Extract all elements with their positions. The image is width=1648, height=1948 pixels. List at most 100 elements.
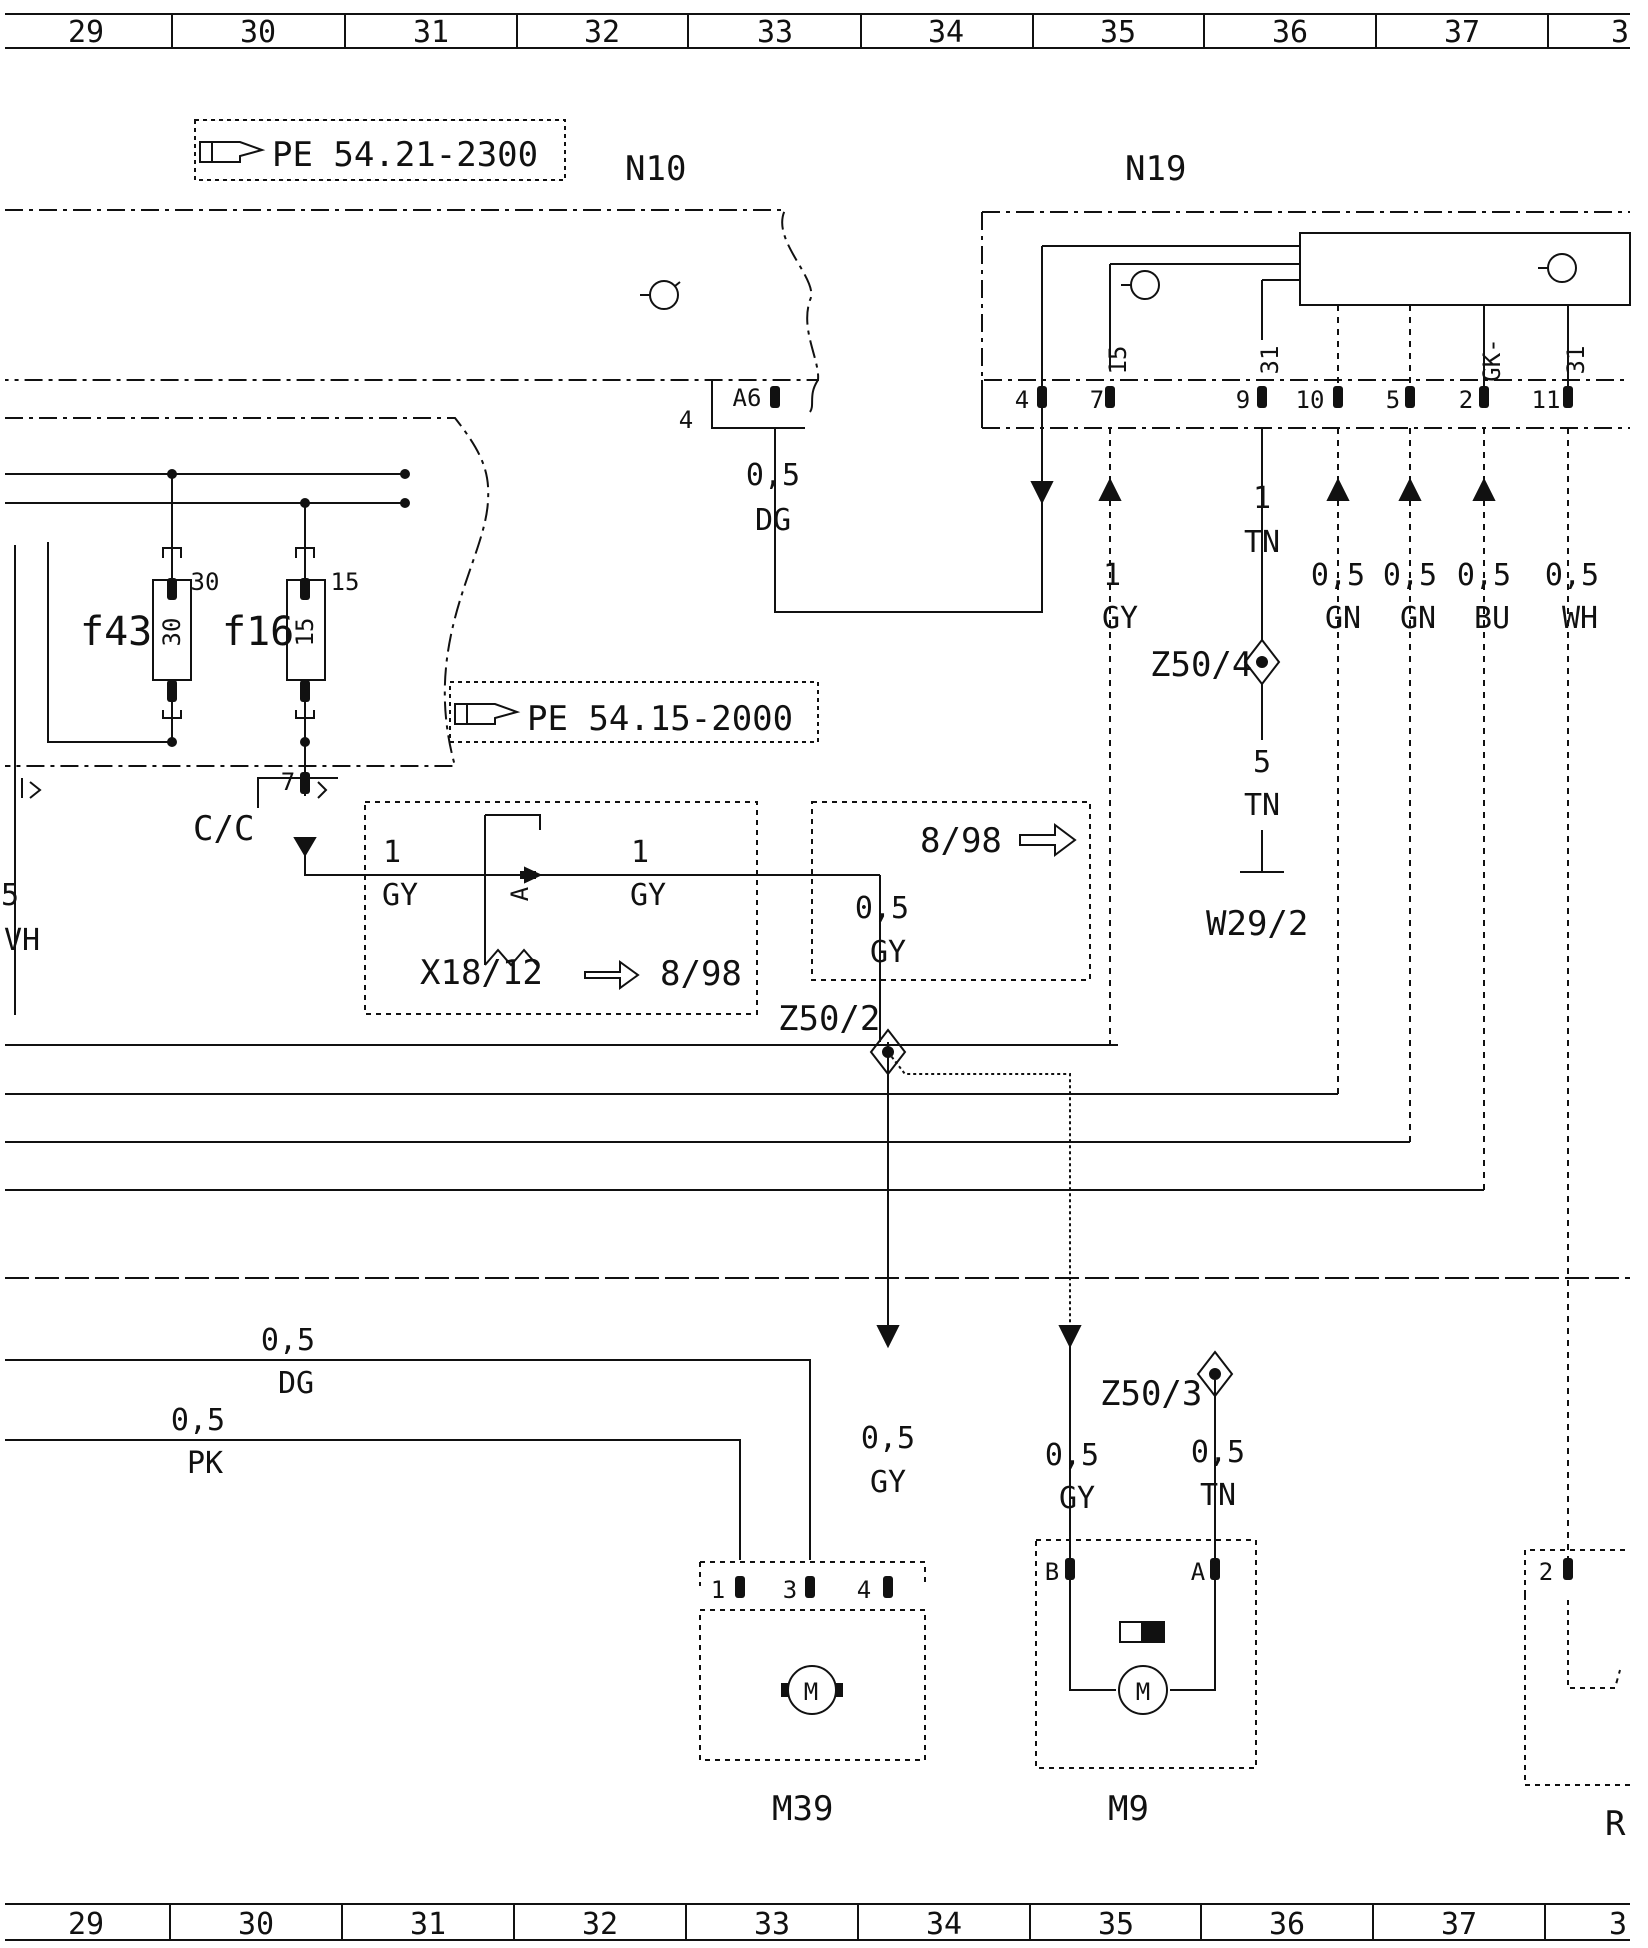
label-m39: M39 xyxy=(772,1789,833,1829)
n19-pin7-arrow xyxy=(1100,480,1120,500)
grid-bottom-col-31: 31 xyxy=(410,1907,446,1942)
m9-motor xyxy=(1119,1666,1167,1714)
wire-left-size: 5 xyxy=(1,878,19,913)
label-f43: f43 xyxy=(80,609,152,655)
wire-box-size: 0,5 xyxy=(855,891,909,926)
grid-bottom-col-38: 3 xyxy=(1609,1907,1627,1942)
grid-bottom-col-29: 29 xyxy=(68,1907,104,1942)
m39-pin-3: 3 xyxy=(783,1576,797,1604)
n19-int-31b: 31 xyxy=(1562,346,1590,375)
n19-outline xyxy=(982,212,1630,428)
wire-m9b-size: 0,5 xyxy=(1045,1438,1099,1473)
m9-pin-a: A xyxy=(1191,1558,1206,1586)
fuse-f43-pin: 30 xyxy=(191,568,220,596)
wire-dg-size: 0,5 xyxy=(261,1323,315,1358)
m9-switch-icon xyxy=(1120,1622,1142,1642)
label-z50-3: Z50/3 xyxy=(1100,1374,1202,1414)
wire-m39-color: GY xyxy=(870,1465,906,1500)
r-box xyxy=(1525,1550,1630,1785)
label-n19: N19 xyxy=(1125,149,1186,189)
grid-bottom-col-37: 37 xyxy=(1441,1907,1477,1942)
n19-pin9-marker xyxy=(1257,386,1267,408)
bus-node-2 xyxy=(401,470,409,478)
grid-bottom-col-35: 35 xyxy=(1098,1907,1134,1942)
n10-pin-a6: A6 xyxy=(733,384,762,412)
n10-pin-marker xyxy=(770,386,780,408)
n19-pin2-marker xyxy=(1479,386,1489,408)
m39-pin4-marker xyxy=(883,1576,893,1598)
grid-col-34: 34 xyxy=(928,15,964,50)
crossref-2-label: 8/98 xyxy=(920,821,1002,861)
m9-pin-b: B xyxy=(1045,1558,1059,1586)
label-z50-2: Z50/2 xyxy=(778,999,880,1039)
label-z50-4: Z50/4 xyxy=(1150,645,1252,685)
cc-pin-7: 7 xyxy=(281,768,295,796)
m9-box xyxy=(1036,1540,1256,1768)
grid-bottom-dividers xyxy=(170,1904,1545,1940)
wire-m39-size: 0,5 xyxy=(861,1421,915,1456)
wire-m9b-color: GY xyxy=(1059,1481,1095,1516)
n19-pin-4: 4 xyxy=(1015,386,1029,414)
n19-pin5-arrow xyxy=(1400,480,1420,500)
m39-pin-1: 1 xyxy=(711,1576,725,1604)
n19-int-31a: 31 xyxy=(1256,346,1284,375)
wire-pin9-size: 1 xyxy=(1253,481,1271,516)
wire-z50-4-size: 5 xyxy=(1253,745,1271,780)
wire-pin10-color: GN xyxy=(1325,601,1361,636)
m39-box xyxy=(700,1610,925,1760)
wire-pin11-color: WH xyxy=(1562,601,1598,636)
wire-pin7-color: GY xyxy=(1102,601,1138,636)
wire-n10-size: 0,5 xyxy=(746,458,800,493)
n10-pin-4: 4 xyxy=(679,406,693,434)
label-n10: N10 xyxy=(625,149,686,189)
grid-col-35: 35 xyxy=(1100,15,1136,50)
n19-pin10-marker xyxy=(1333,386,1343,408)
pointing-hand-icon xyxy=(455,704,517,724)
fuse-f43-value: 30 xyxy=(158,618,186,647)
m9-pinB-marker xyxy=(1065,1558,1075,1580)
wire-x18-left-color: GY xyxy=(382,878,418,913)
n19-pin5-marker xyxy=(1405,386,1415,408)
n19-pin2-arrow xyxy=(1474,480,1494,500)
label-f16: f16 xyxy=(222,609,294,655)
grid-bottom-col-30: 30 xyxy=(238,1907,274,1942)
grid-top-dividers xyxy=(172,14,1548,48)
n19-pin7-marker xyxy=(1105,386,1115,408)
pe-ref-mid: PE 54.15-2000 xyxy=(527,699,793,739)
x18-box xyxy=(365,802,757,1014)
cc-pin-marker xyxy=(300,772,310,794)
pe-ref-top: PE 54.21-2300 xyxy=(272,135,538,175)
pe-mid-box xyxy=(450,682,818,742)
wire-x18-left-size: 1 xyxy=(383,835,401,870)
n19-pin-11: 11 xyxy=(1532,386,1561,414)
label-m9: M9 xyxy=(1108,1789,1149,1829)
n10-outline xyxy=(5,210,818,380)
label-x18: X18/12 xyxy=(420,953,543,993)
wire-dg-color: DG xyxy=(278,1366,314,1401)
wire-pk-color: PK xyxy=(187,1446,223,1481)
bus-node-4 xyxy=(401,499,409,507)
grid-col-33: 33 xyxy=(757,15,793,50)
wire-x18-right-size: 1 xyxy=(631,835,649,870)
grid-col-29: 29 xyxy=(68,15,104,50)
n19-pin-9: 9 xyxy=(1236,386,1250,414)
wire-z50-4-color: TN xyxy=(1244,788,1280,823)
label-r: R xyxy=(1605,1804,1626,1844)
z50-3-splice xyxy=(1198,1352,1232,1396)
n19-int-gk: GK- xyxy=(1478,338,1506,381)
wire-n10-color: DG xyxy=(755,503,791,538)
wire-pin11-size: 0,5 xyxy=(1545,558,1599,593)
wire-m9a-size: 0,5 xyxy=(1191,1435,1245,1470)
n19-pin10-arrow xyxy=(1328,480,1348,500)
grid-bottom-col-36: 36 xyxy=(1269,1907,1305,1942)
wire-x18-right-color: GY xyxy=(630,878,666,913)
grid-col-32: 32 xyxy=(584,15,620,50)
n19-pin4-arrow xyxy=(1032,482,1052,502)
n19-pin11-marker xyxy=(1563,386,1573,408)
r-pin2-marker xyxy=(1563,1558,1573,1580)
x18-pin-label: A xyxy=(506,886,534,901)
grid-col-38: 3 xyxy=(1611,15,1629,50)
grid-bottom-col-34: 34 xyxy=(926,1907,962,1942)
wire-box-color: GY xyxy=(870,935,906,970)
wire-left-color: VH xyxy=(4,923,40,958)
